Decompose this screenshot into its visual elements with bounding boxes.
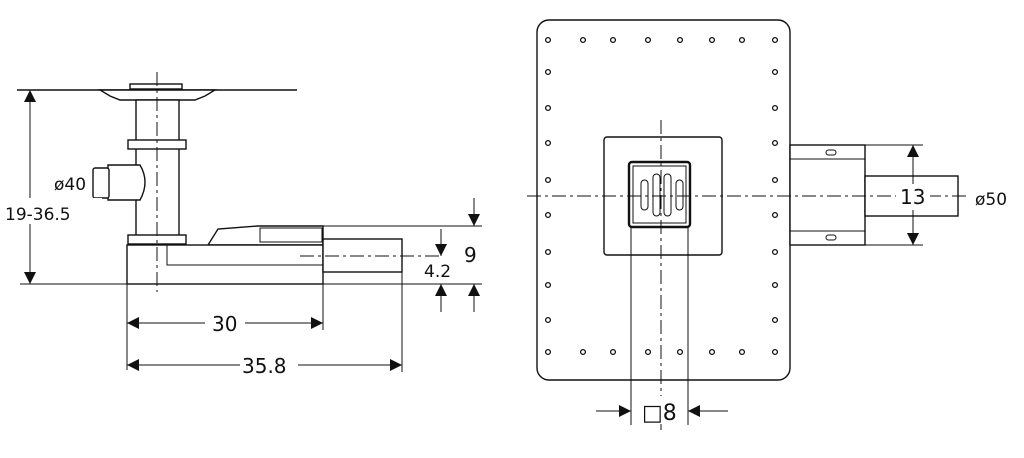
plate-hole bbox=[771, 316, 779, 324]
length-body-label: 30 bbox=[212, 312, 237, 336]
plate-hole bbox=[771, 104, 779, 112]
plate-hole bbox=[708, 36, 716, 44]
plate-hole bbox=[544, 68, 552, 76]
side-outlet-diameter-label: ø40 bbox=[54, 175, 86, 195]
plate-hole bbox=[544, 316, 552, 324]
connector-ear-top bbox=[789, 144, 866, 160]
body-detail bbox=[259, 227, 323, 243]
plate-hole bbox=[544, 139, 552, 147]
outlet-center-height-label: 4.2 bbox=[424, 262, 451, 282]
plate-hole bbox=[609, 348, 617, 356]
plate-hole bbox=[771, 36, 779, 44]
outlet-connector bbox=[789, 144, 866, 246]
plate-hole bbox=[771, 281, 779, 289]
plate-hole bbox=[609, 36, 617, 44]
plate-hole bbox=[771, 211, 779, 219]
outlet-diameter-label: ø50 bbox=[975, 190, 1007, 210]
plate-hole bbox=[579, 348, 587, 356]
grate-slots bbox=[640, 173, 684, 217]
plate-hole bbox=[771, 68, 779, 76]
plate-hole bbox=[544, 211, 552, 219]
plate-hole bbox=[544, 104, 552, 112]
plate-hole bbox=[771, 248, 779, 256]
plate-hole bbox=[544, 348, 552, 356]
plate-hole bbox=[771, 176, 779, 184]
height-range-label: 19-36.5 bbox=[5, 205, 71, 225]
outlet-width-label: 13 bbox=[900, 185, 925, 209]
plate-hole bbox=[544, 281, 552, 289]
plate-hole bbox=[544, 36, 552, 44]
side-branch-socket bbox=[92, 167, 110, 199]
body-inner-line bbox=[166, 245, 323, 266]
plate-hole bbox=[738, 348, 746, 356]
grate-inner bbox=[632, 165, 687, 224]
grate bbox=[627, 160, 692, 229]
plate-hole bbox=[544, 248, 552, 256]
grate-size-label: □8 bbox=[642, 401, 677, 426]
plate-hole bbox=[708, 348, 716, 356]
plate-hole bbox=[644, 348, 652, 356]
side-view: 19-36.5 ø40 30 35.8 9 4.2 bbox=[2, 72, 482, 378]
top-view: 13 ø50 □8 bbox=[527, 19, 1020, 430]
side-branch bbox=[107, 164, 146, 201]
plate-hole bbox=[771, 139, 779, 147]
connector-ear-bottom bbox=[789, 230, 866, 246]
outlet-height-label: 9 bbox=[464, 243, 477, 267]
plate-hole bbox=[676, 348, 684, 356]
plate-hole bbox=[579, 36, 587, 44]
plate-hole bbox=[544, 176, 552, 184]
plate-hole bbox=[676, 36, 684, 44]
plate-hole bbox=[738, 36, 746, 44]
plate-hole bbox=[644, 36, 652, 44]
length-total-label: 35.8 bbox=[242, 354, 287, 378]
plate-holes bbox=[544, 36, 779, 356]
grate-top bbox=[129, 83, 183, 90]
plate-hole bbox=[771, 348, 779, 356]
drain-flange bbox=[97, 89, 218, 101]
